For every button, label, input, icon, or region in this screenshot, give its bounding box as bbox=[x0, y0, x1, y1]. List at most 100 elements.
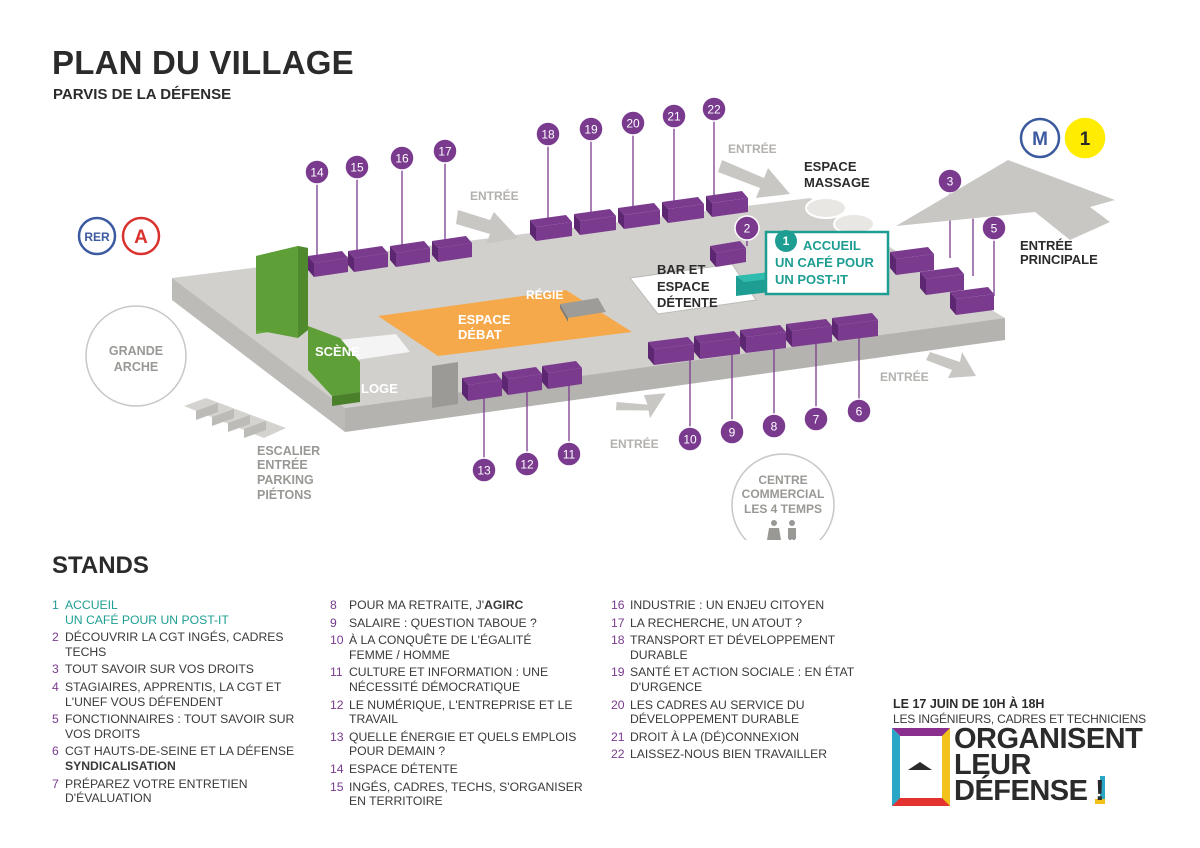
loge-block[interactable] bbox=[432, 362, 458, 408]
svg-text:ESCALIER: ESCALIER bbox=[257, 444, 320, 458]
stand-marker-19[interactable]: 19 bbox=[578, 116, 604, 214]
stand-block[interactable] bbox=[502, 367, 542, 395]
stand-text: POUR MA RETRAITE, J'AGIRC bbox=[349, 598, 524, 612]
entree-label: ENTRÉE bbox=[470, 188, 519, 203]
entree-arrows bbox=[456, 160, 1115, 419]
stand-number: 2 bbox=[52, 630, 59, 645]
stand-text: LAISSEZ-NOUS BIEN TRAVAILLER bbox=[630, 747, 828, 762]
regie-label: RÉGIE bbox=[526, 287, 563, 302]
stand-number: 7 bbox=[52, 776, 59, 791]
stands-title: STANDS bbox=[52, 552, 149, 579]
stand-marker-8[interactable]: 8 bbox=[761, 344, 787, 439]
stand-marker-13[interactable]: 13 bbox=[471, 392, 497, 483]
svg-text:18: 18 bbox=[541, 128, 555, 142]
stand-block[interactable] bbox=[786, 319, 832, 347]
stand-marker-6[interactable]: 6 bbox=[846, 330, 872, 424]
stand-number: 6 bbox=[52, 744, 59, 759]
stand-number: 14 bbox=[330, 761, 344, 776]
stand-item-9: 9 SALAIRE : QUESTION TABOUE ? bbox=[330, 616, 592, 631]
logo-line-3: DÉFENSE ! bbox=[954, 775, 1105, 807]
stand-marker-12[interactable]: 12 bbox=[514, 386, 540, 477]
stand-block[interactable] bbox=[542, 361, 582, 389]
stand-marker-22[interactable]: 22 bbox=[701, 96, 727, 196]
stand-text: DROIT À LA (DÉ)CONNEXION bbox=[630, 729, 800, 744]
stand-marker-2[interactable]: 2 bbox=[734, 215, 760, 246]
stand-block[interactable] bbox=[348, 246, 388, 272]
page-title: PLAN DU VILLAGE bbox=[52, 44, 354, 81]
village-map: 2345678910111213141516171819202122 1 ACC… bbox=[77, 96, 1115, 540]
stand-marker-15[interactable]: 15 bbox=[344, 154, 370, 251]
stand-block[interactable] bbox=[648, 337, 694, 365]
stand-block[interactable] bbox=[694, 331, 740, 359]
entree-principale-arrow bbox=[896, 160, 1115, 240]
stand-marker-11[interactable]: 11 bbox=[556, 380, 582, 467]
accueil-line-1: ACCUEIL bbox=[803, 238, 861, 253]
stand-marker-9[interactable]: 9 bbox=[719, 350, 745, 445]
stand-block[interactable] bbox=[432, 236, 472, 262]
stand-text: SALAIRE : QUESTION TABOUE ? bbox=[349, 615, 537, 630]
stand-number: 13 bbox=[330, 729, 344, 744]
stand-marker-5[interactable]: 5 bbox=[981, 215, 1007, 296]
massage-table bbox=[805, 197, 847, 219]
accueil-callout[interactable]: 1 ACCUEIL UN CAFÉ POUR UN POST-IT bbox=[764, 230, 890, 296]
stand-number: 21 bbox=[611, 729, 625, 744]
stand-block[interactable] bbox=[832, 313, 878, 341]
stand-marker-21[interactable]: 21 bbox=[661, 103, 687, 202]
stand-number: 4 bbox=[52, 679, 59, 694]
stand-block[interactable] bbox=[710, 241, 746, 267]
svg-text:16: 16 bbox=[395, 152, 409, 166]
scene-label: SCÈNE bbox=[315, 344, 360, 359]
espace-debat-label: ESPACE bbox=[458, 312, 511, 327]
stand-block[interactable] bbox=[950, 287, 994, 315]
accueil-line-2: UN CAFÉ POUR bbox=[775, 255, 875, 270]
svg-text:PIÉTONS: PIÉTONS bbox=[257, 487, 312, 502]
stand-marker-17[interactable]: 17 bbox=[432, 138, 458, 241]
stand-marker-7[interactable]: 7 bbox=[803, 338, 829, 432]
stand-number: 20 bbox=[611, 697, 625, 712]
stand-number: 9 bbox=[330, 615, 337, 630]
stand-marker-14[interactable]: 14 bbox=[304, 159, 330, 256]
stand-block[interactable] bbox=[530, 215, 572, 241]
stand-marker-20[interactable]: 20 bbox=[620, 110, 646, 208]
stand-block[interactable] bbox=[618, 203, 660, 229]
bar-area[interactable] bbox=[629, 263, 757, 315]
svg-text:7: 7 bbox=[813, 413, 820, 427]
stand-block[interactable] bbox=[574, 209, 616, 235]
stand-block[interactable] bbox=[390, 241, 430, 267]
stand-block[interactable] bbox=[890, 247, 934, 275]
scene-area[interactable] bbox=[340, 334, 410, 360]
stand-marker-16[interactable]: 16 bbox=[389, 145, 415, 246]
stand-number: 15 bbox=[330, 779, 344, 794]
metro-1-sign: M 1 bbox=[1019, 117, 1106, 159]
stand-block[interactable] bbox=[706, 191, 748, 217]
svg-text:RER: RER bbox=[84, 230, 110, 244]
stand-block[interactable] bbox=[662, 197, 704, 223]
stand-block[interactable] bbox=[462, 373, 502, 401]
svg-text:6: 6 bbox=[856, 405, 863, 419]
stand-block[interactable] bbox=[740, 325, 786, 353]
stand-marker-18[interactable]: 18 bbox=[535, 121, 561, 220]
stand-block[interactable] bbox=[308, 251, 348, 277]
regie-area[interactable] bbox=[560, 298, 606, 318]
svg-text:PARKING: PARKING bbox=[257, 473, 314, 487]
stand-number: 16 bbox=[611, 598, 625, 612]
stand-block[interactable] bbox=[920, 267, 964, 295]
scene-block[interactable] bbox=[256, 246, 360, 406]
stand-marker-10[interactable]: 10 bbox=[677, 356, 703, 452]
